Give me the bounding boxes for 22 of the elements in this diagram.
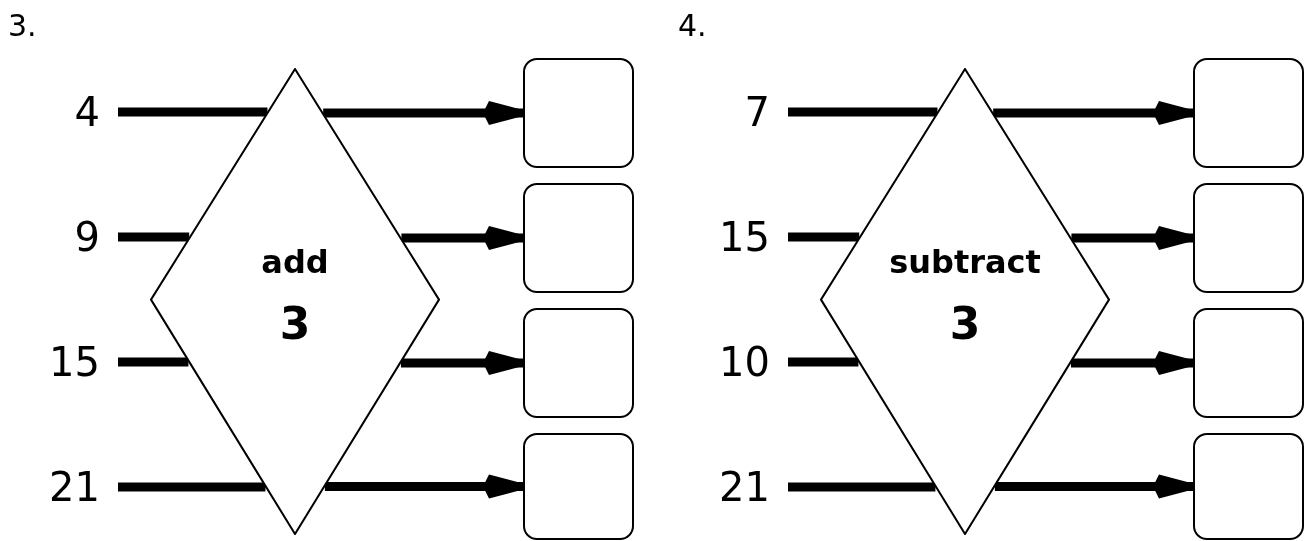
answer-box — [523, 183, 634, 293]
input-number: 21 — [10, 462, 118, 512]
input-number: 9 — [10, 212, 118, 262]
answer-box — [523, 58, 634, 168]
answer-box — [1193, 433, 1304, 540]
answer-box — [1193, 58, 1304, 168]
answer-box — [523, 433, 634, 540]
input-number: 10 — [680, 337, 788, 387]
answer-box — [523, 308, 634, 418]
answer-box — [1193, 308, 1304, 418]
input-number: 4 — [10, 87, 118, 137]
operation-value: 3 — [278, 298, 312, 349]
question-number: 4. — [678, 8, 707, 43]
input-number: 15 — [680, 212, 788, 262]
operation-label: add — [260, 243, 330, 281]
operation-value: 3 — [948, 298, 982, 349]
operation-label: subtract — [888, 243, 1042, 281]
question-number: 3. — [8, 8, 37, 43]
input-number: 15 — [10, 337, 118, 387]
input-number: 21 — [680, 462, 788, 512]
answer-box — [1193, 183, 1304, 293]
input-number: 7 — [680, 87, 788, 137]
